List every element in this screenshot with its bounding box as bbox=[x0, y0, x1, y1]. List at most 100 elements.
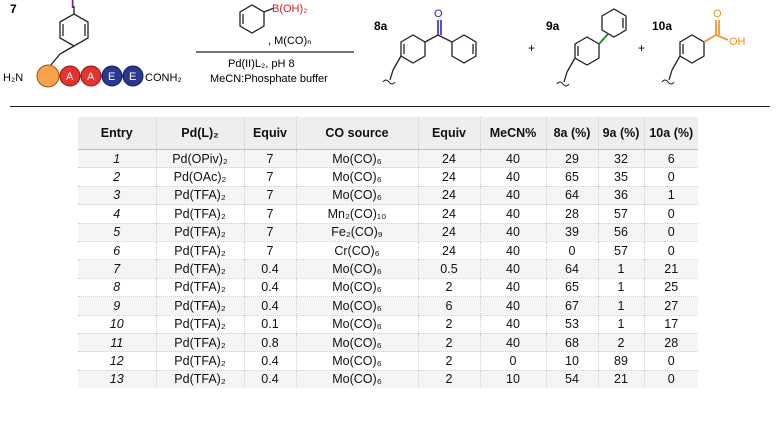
cell-co-equiv: 24 bbox=[417, 167, 480, 187]
cell-yield-9a: 56 bbox=[597, 222, 644, 242]
cell-entry: 4 bbox=[78, 204, 156, 224]
cell-entry: 5 bbox=[78, 222, 156, 242]
column-header-mecn-percent: MeCN% bbox=[479, 117, 546, 150]
cell-yield-8a: 39 bbox=[545, 222, 598, 242]
attachment-wave-10a bbox=[661, 79, 675, 85]
peptide-bead-a1 bbox=[59, 65, 81, 87]
cell-yield-9a: 2 bbox=[597, 332, 644, 352]
column-header-yield-9a: 9a (%) bbox=[597, 117, 644, 150]
cell-pd-ligand: Pd(TFA)₂ bbox=[155, 185, 244, 205]
cell-mecn-percent: 40 bbox=[479, 204, 546, 224]
acid-hydroxyl: OH bbox=[729, 36, 746, 48]
cell-pd-equiv: 7 bbox=[243, 167, 296, 187]
boronic-acid-label: B(OH)₂ bbox=[272, 3, 307, 15]
cell-co-equiv: 24 bbox=[417, 149, 480, 168]
cell-yield-10a: 0 bbox=[643, 222, 698, 242]
cell-yield-9a: 1 bbox=[597, 277, 644, 297]
cell-pd-ligand: Pd(OPiv)₂ bbox=[155, 149, 244, 168]
ketone-oxygen: O bbox=[434, 8, 443, 20]
co-source-reagent: , M(CO)ₙ bbox=[268, 35, 311, 47]
cell-co-source: Cr(CO)₆ bbox=[295, 240, 418, 260]
cell-yield-8a: 53 bbox=[545, 314, 598, 334]
biaryl-bond bbox=[598, 33, 609, 45]
cell-entry: 2 bbox=[78, 167, 156, 187]
cell-pd-ligand: Pd(TFA)₂ bbox=[155, 240, 244, 260]
cell-pd-ligand: Pd(TFA)₂ bbox=[155, 332, 244, 352]
cell-co-source: Mo(CO)₆ bbox=[295, 167, 418, 187]
cell-yield-10a: 0 bbox=[643, 167, 698, 187]
peptide-bead-e1 bbox=[101, 65, 123, 87]
cell-mecn-percent: 40 bbox=[479, 240, 546, 260]
cell-pd-equiv: 0.4 bbox=[243, 259, 296, 279]
cell-yield-9a: 57 bbox=[597, 204, 644, 224]
cell-mecn-percent: 10 bbox=[479, 369, 546, 389]
cell-pd-ligand: Pd(TFA)₂ bbox=[155, 351, 244, 371]
cell-entry: 10 bbox=[78, 314, 156, 334]
cell-entry: 9 bbox=[78, 296, 156, 316]
cell-yield-9a: 21 bbox=[597, 369, 644, 389]
cell-yield-10a: 25 bbox=[643, 277, 698, 297]
cell-pd-equiv: 7 bbox=[243, 204, 296, 224]
cell-co-equiv: 24 bbox=[417, 240, 480, 260]
column-header-entry: Entry bbox=[78, 117, 156, 150]
cell-yield-8a: 28 bbox=[545, 204, 598, 224]
cell-co-source: Mo(CO)₆ bbox=[295, 185, 418, 205]
cell-pd-equiv: 0.4 bbox=[243, 277, 296, 297]
cell-entry: 13 bbox=[78, 369, 156, 389]
cell-pd-ligand: Pd(TFA)₂ bbox=[155, 204, 244, 224]
cell-co-source: Mo(CO)₆ bbox=[295, 351, 418, 371]
cell-pd-ligand: Pd(OAc)₂ bbox=[155, 167, 244, 187]
product-label-8a: 8a bbox=[374, 19, 388, 33]
cell-co-source: Mo(CO)₆ bbox=[295, 259, 418, 279]
iodo-label: I bbox=[71, 0, 74, 11]
ketone-ring-b bbox=[451, 34, 477, 64]
cell-pd-ligand: Pd(TFA)₂ bbox=[155, 277, 244, 297]
cell-yield-10a: 28 bbox=[643, 332, 698, 352]
cell-co-equiv: 24 bbox=[417, 204, 480, 224]
cell-yield-8a: 64 bbox=[545, 185, 598, 205]
cell-pd-equiv: 0.4 bbox=[243, 351, 296, 371]
cell-entry: 7 bbox=[78, 259, 156, 279]
cell-pd-equiv: 7 bbox=[243, 240, 296, 260]
column-header-yield-8a: 8a (%) bbox=[545, 117, 598, 150]
cell-mecn-percent: 40 bbox=[479, 277, 546, 297]
cell-yield-10a: 0 bbox=[643, 240, 698, 260]
cell-entry: 1 bbox=[78, 149, 156, 168]
cell-yield-10a: 17 bbox=[643, 314, 698, 334]
cell-co-equiv: 0.5 bbox=[417, 259, 480, 279]
reaction-scheme: 7 I H₂N A A E E CONH₂ B(OH)₂ , M(CO)ₙ Pd… bbox=[3, 0, 746, 88]
product-label-9a: 9a bbox=[546, 19, 560, 33]
cell-entry: 3 bbox=[78, 185, 156, 205]
cell-co-equiv: 2 bbox=[417, 351, 480, 371]
cell-yield-9a: 35 bbox=[597, 167, 644, 187]
cell-co-source: Mo(CO)₆ bbox=[295, 149, 418, 168]
cell-mecn-percent: 40 bbox=[479, 185, 546, 205]
cell-pd-ligand: Pd(TFA)₂ bbox=[155, 296, 244, 316]
peptide-bead-e2 bbox=[122, 65, 144, 87]
cell-yield-10a: 0 bbox=[643, 204, 698, 224]
cell-yield-8a: 65 bbox=[545, 277, 598, 297]
cell-pd-ligand: Pd(TFA)₂ bbox=[155, 369, 244, 389]
cell-co-source: Mn₂(CO)₁₀ bbox=[295, 204, 418, 224]
cell-pd-ligand: Pd(TFA)₂ bbox=[155, 314, 244, 334]
cell-co-equiv: 24 bbox=[417, 185, 480, 205]
cell-pd-equiv: 0.4 bbox=[243, 296, 296, 316]
cell-co-source: Mo(CO)₆ bbox=[295, 332, 418, 352]
cell-co-source: Fe₂(CO)₉ bbox=[295, 222, 418, 242]
cell-co-equiv: 2 bbox=[417, 332, 480, 352]
cell-pd-equiv: 0.4 bbox=[243, 369, 296, 389]
cell-mecn-percent: 40 bbox=[479, 167, 546, 187]
residue-a2: A bbox=[87, 71, 95, 83]
cell-co-equiv: 2 bbox=[417, 369, 480, 389]
cell-yield-9a: 1 bbox=[597, 296, 644, 316]
boronic-acid-ring bbox=[239, 4, 265, 34]
column-header-co-source: CO source bbox=[295, 117, 418, 150]
